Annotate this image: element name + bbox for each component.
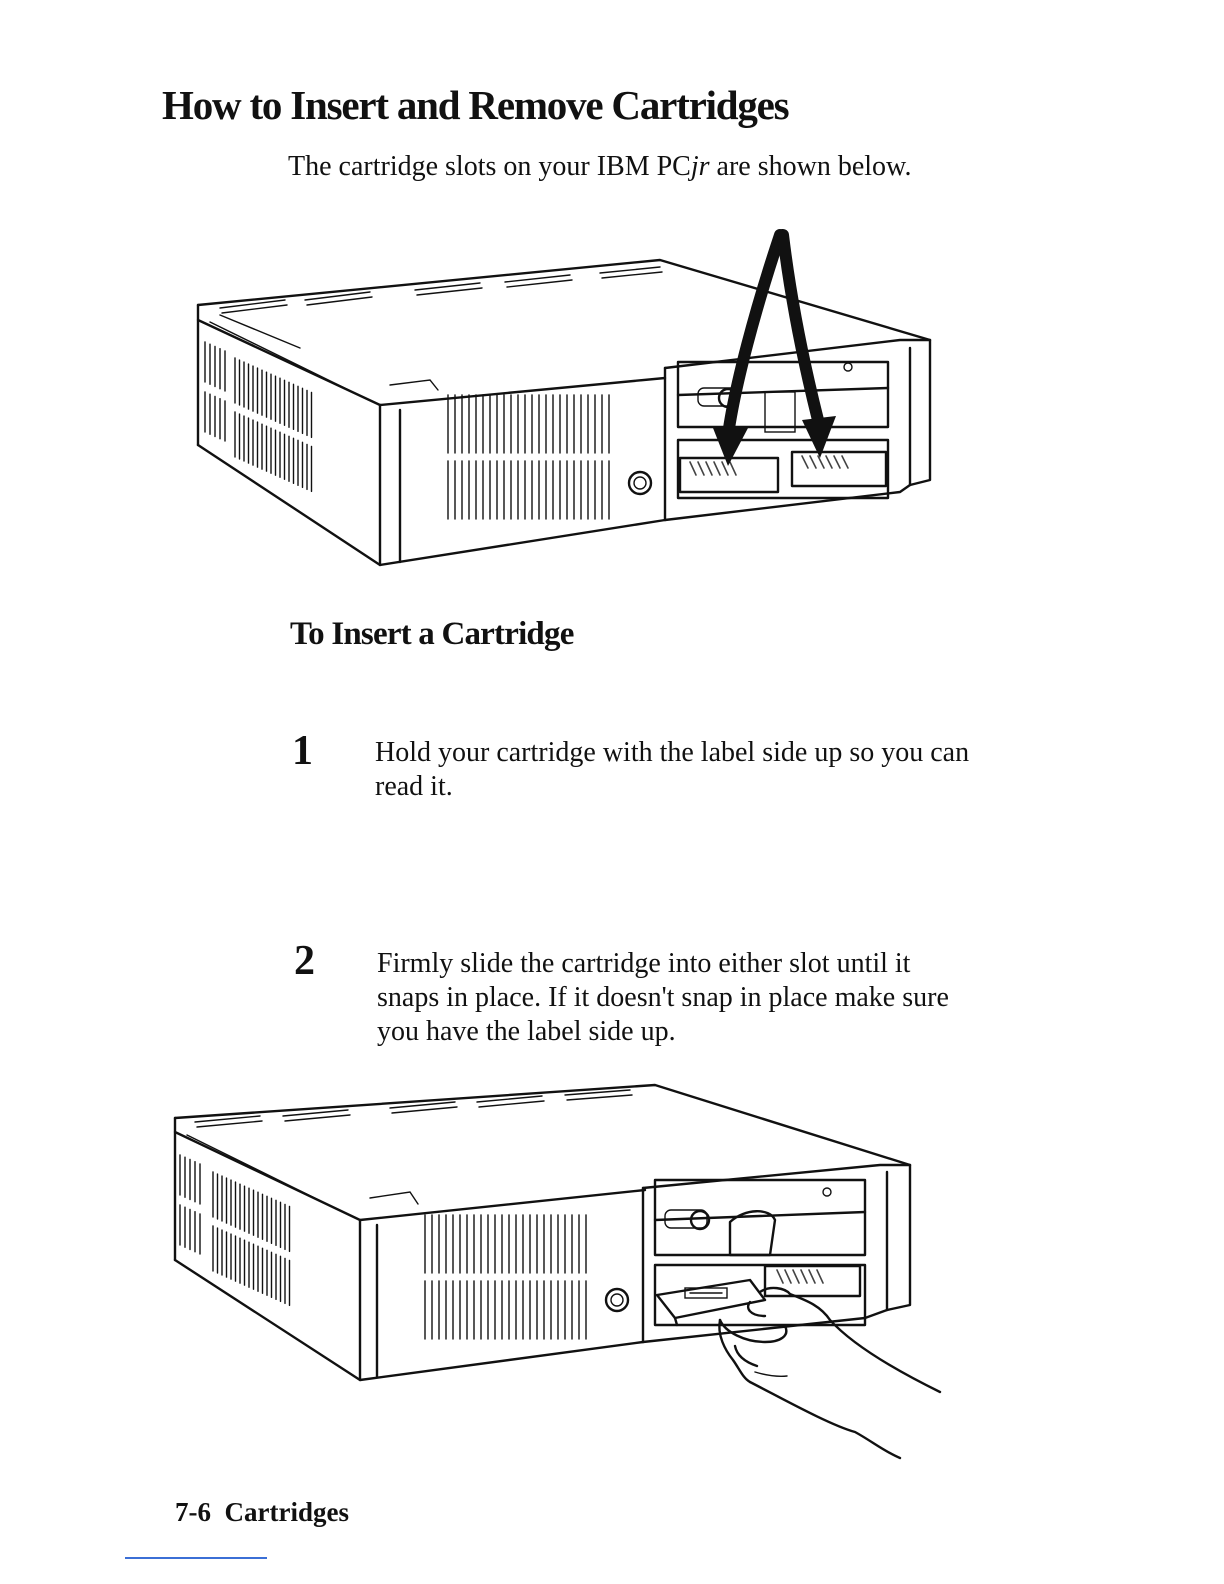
insert-arrows-icon <box>713 229 836 466</box>
intro-text-end: are shown below. <box>709 151 912 182</box>
pcjr-cartridge-slots-illustration <box>196 229 932 567</box>
step-number-1: 1 <box>292 728 313 774</box>
intro-text-start: The cartridge slots on your IBM PC <box>288 151 691 182</box>
intro-text-emphasis: jr <box>690 151 710 182</box>
footer: 7-6 Cartridges <box>175 1496 349 1528</box>
page-title: How to Insert and Remove Cartridges <box>162 82 790 128</box>
section-heading-insert: To Insert a Cartridge <box>290 616 574 652</box>
drive-bay <box>676 360 890 433</box>
footer-section-name: Cartridges <box>224 1497 349 1527</box>
front-vent-slots <box>447 394 610 520</box>
drive-bay-2 <box>653 1178 867 1257</box>
pcjr-chassis-2 <box>173 1083 912 1382</box>
hand-icon <box>718 1286 942 1460</box>
drive-knob-2 <box>689 1209 711 1231</box>
intro-text: The cartridge slots on your IBM PCjr are… <box>288 150 911 184</box>
step-text-1: Hold your cartridge with the label side … <box>375 737 970 802</box>
footer-page-number: 7-6 <box>175 1497 211 1527</box>
cartridge-insertion-illustration <box>173 1083 942 1460</box>
top-vent-lines <box>219 266 663 314</box>
step-text-2: Firmly slide the cartridge into either s… <box>377 948 949 1047</box>
footer-rule <box>125 1557 267 1559</box>
step-number-2: 2 <box>294 938 315 984</box>
power-button <box>627 470 653 496</box>
cartridge-slots <box>676 438 890 500</box>
top-vent-lines-2 <box>194 1089 633 1128</box>
cartridge-slots-2 <box>653 1263 867 1327</box>
cartridge <box>655 1278 767 1327</box>
side-vent-slots-2 <box>179 1154 291 1307</box>
power-button-2 <box>604 1287 630 1313</box>
side-vent-slots <box>204 341 313 493</box>
front-vent-slots-2 <box>424 1214 587 1340</box>
pcjr-chassis <box>196 258 932 567</box>
